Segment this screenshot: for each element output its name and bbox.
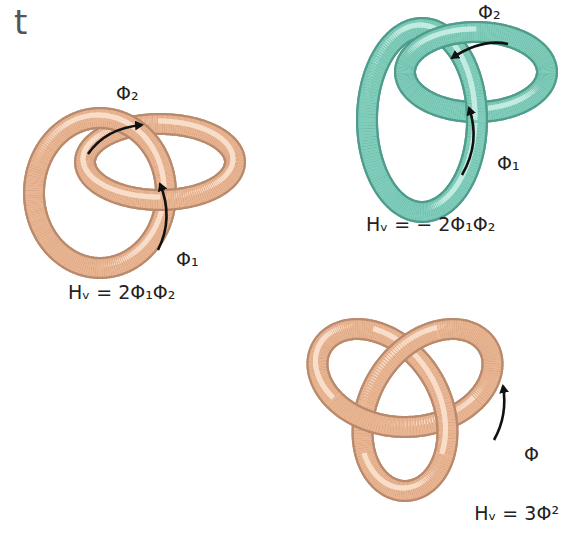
- tube-group: [32, 25, 547, 491]
- tube-segment: [474, 101, 478, 123]
